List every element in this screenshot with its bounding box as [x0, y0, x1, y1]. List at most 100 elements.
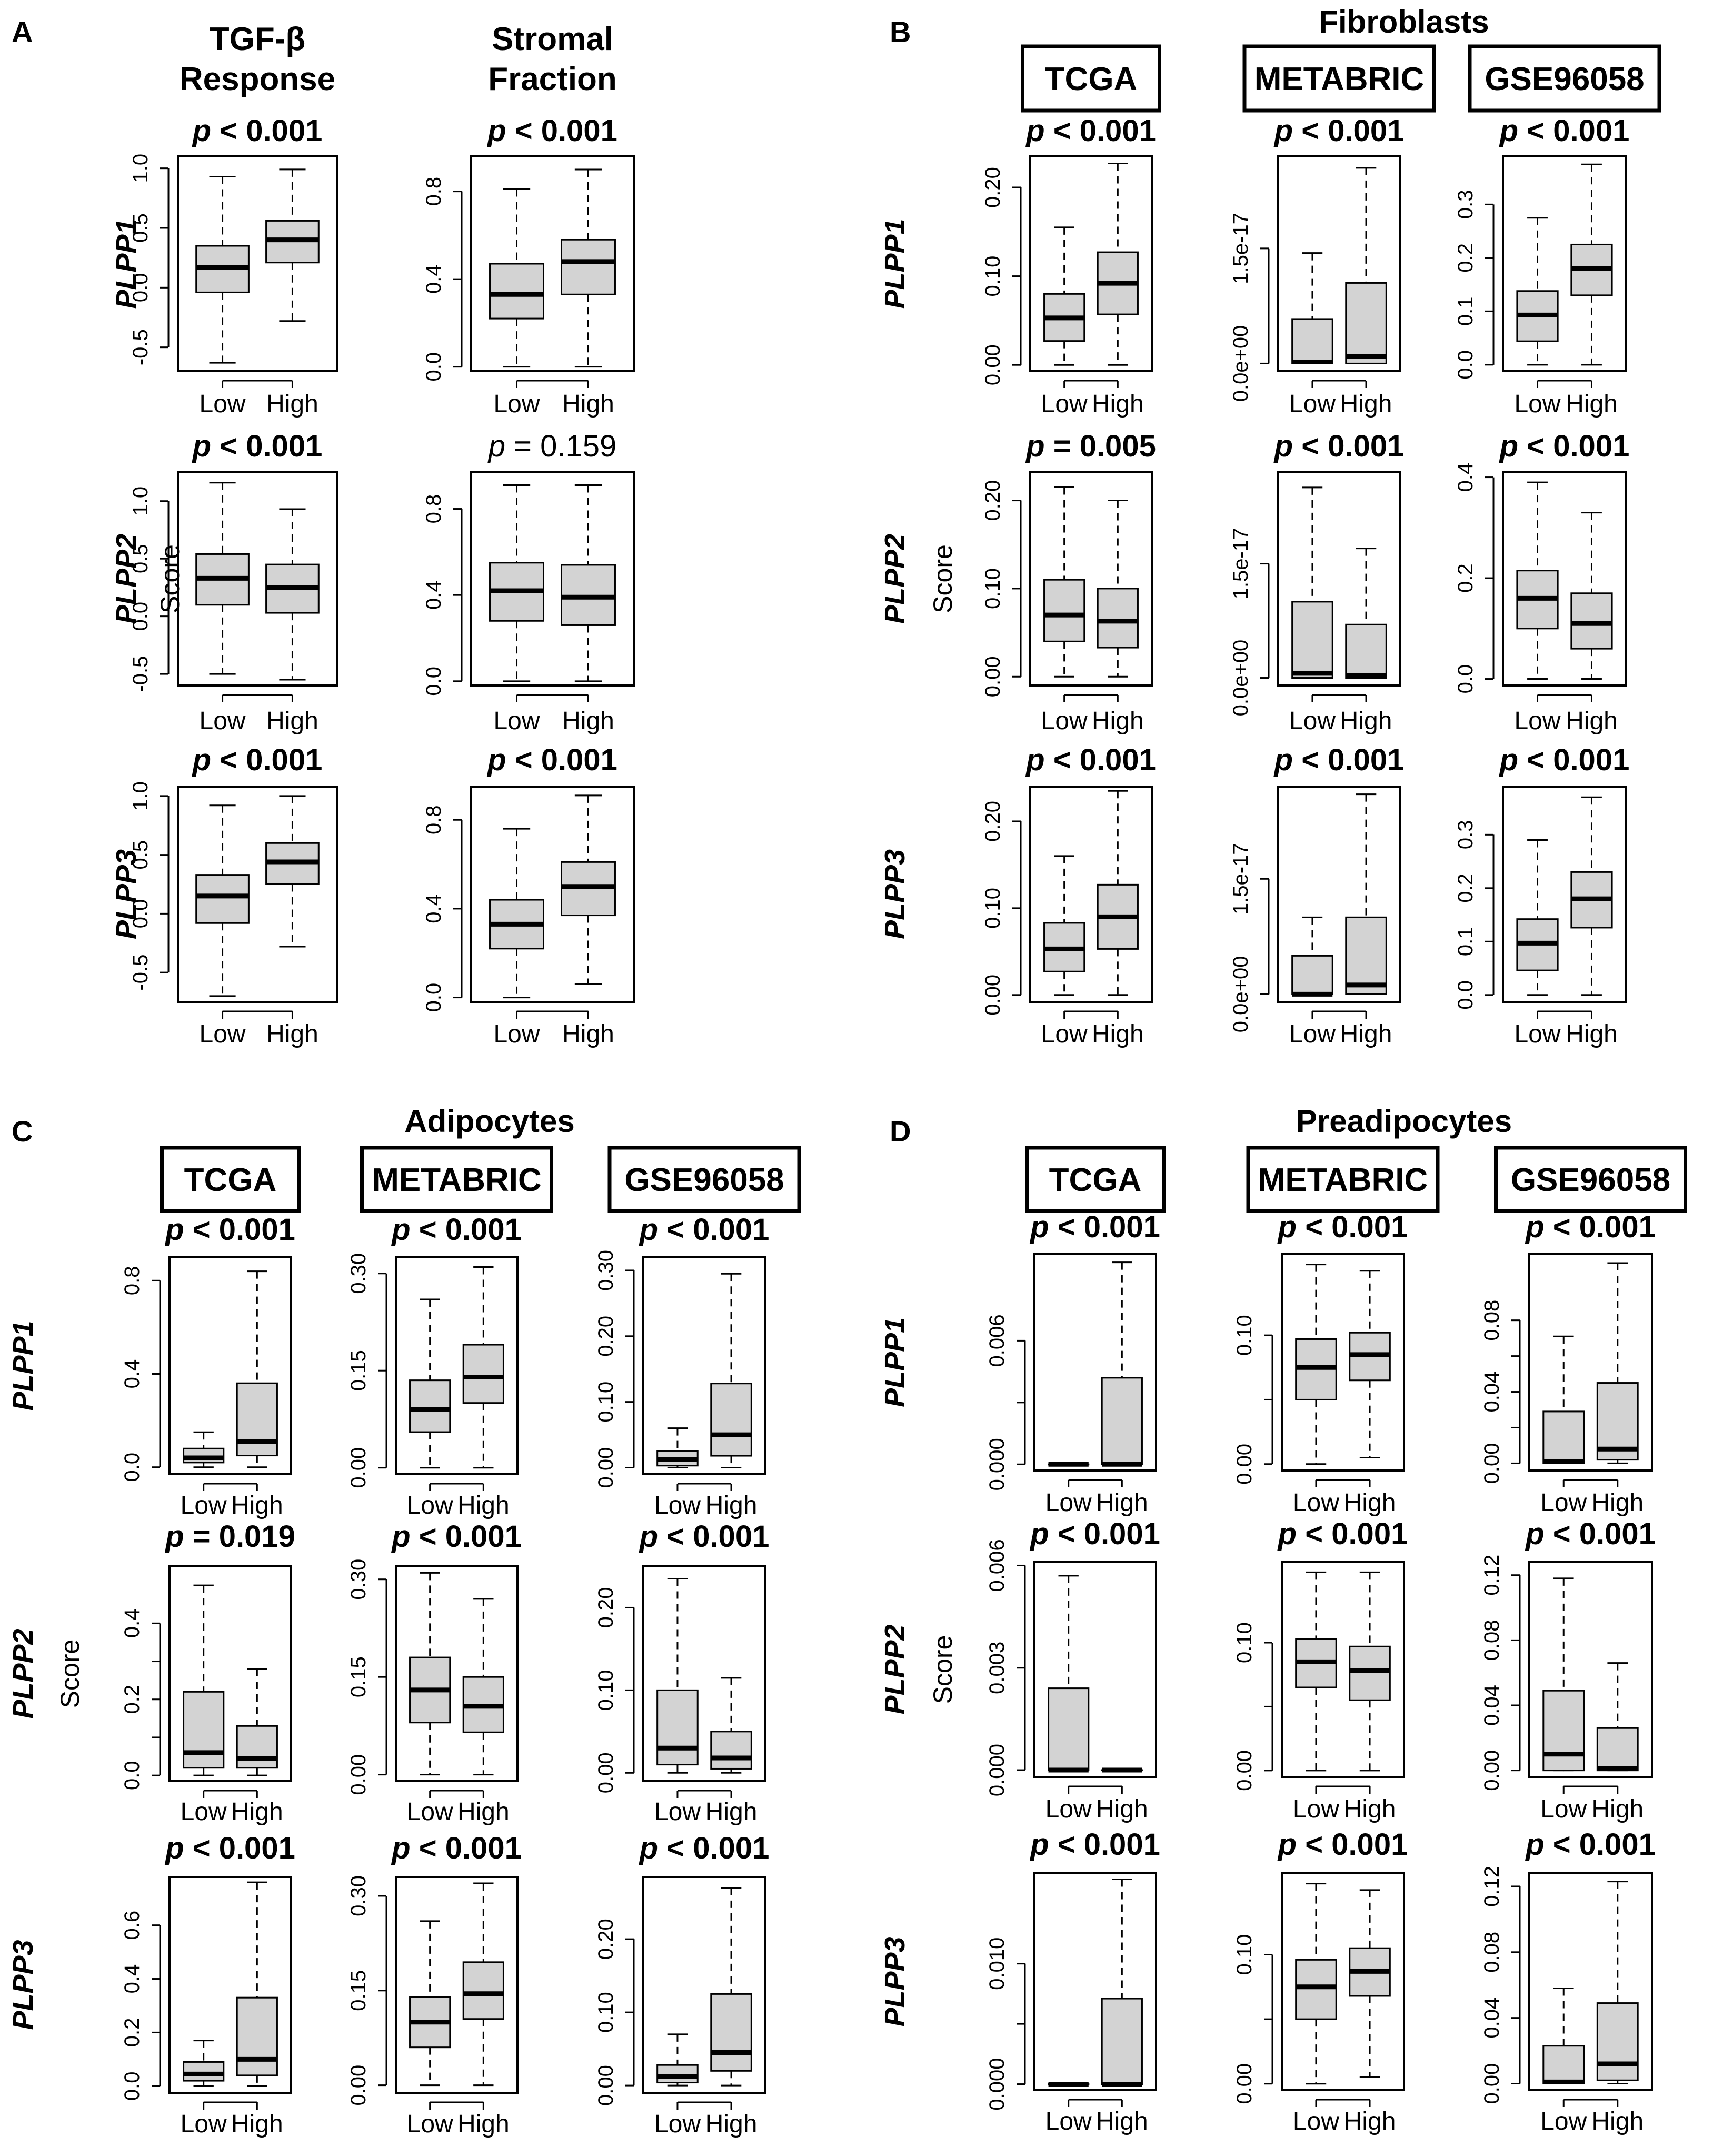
- y-tick-label: 0.0: [1454, 350, 1477, 380]
- gene-label: PLPP1: [111, 218, 142, 309]
- y-tick-label: 0.010: [985, 1938, 1009, 1990]
- p-value-label: p < 0.001: [1273, 114, 1405, 148]
- box-high: [1570, 512, 1613, 680]
- p-value: < 0.001: [1053, 114, 1156, 148]
- x-tick-label: High: [705, 2110, 758, 2138]
- iqr-box: [195, 874, 250, 924]
- box-high: [560, 484, 616, 682]
- gene-label: PLPP3: [879, 1936, 911, 2026]
- plot-frame: [395, 1256, 519, 1475]
- box-high: [462, 1266, 504, 1469]
- y-tick-label: 0.0: [121, 2071, 144, 2101]
- y-tick-label: 1.5e-17: [1229, 213, 1252, 284]
- gene-label: PLPP2: [879, 534, 911, 624]
- dataset-box: [1021, 44, 1161, 113]
- x-tick-label: High: [1344, 2108, 1396, 2135]
- dataset-label: METABRIC: [372, 1162, 542, 1198]
- box-low: [1291, 916, 1333, 997]
- x-tick-label: Low: [181, 1492, 227, 1519]
- box-low: [409, 1572, 451, 1776]
- box-low: [409, 1298, 451, 1469]
- plot-frame: [177, 155, 338, 372]
- plot-frame: [1528, 1872, 1653, 2091]
- p-value-label: p < 0.001: [639, 1213, 770, 1247]
- p-value: < 0.001: [1305, 1210, 1408, 1244]
- p-symbol: p: [1025, 429, 1053, 463]
- p-symbol: p: [486, 114, 515, 148]
- x-tick-label: High: [1092, 390, 1144, 418]
- x-tick-label: High: [266, 390, 318, 418]
- plot-frame: [1033, 1872, 1157, 2091]
- x-tick-label: High: [1566, 1020, 1618, 1048]
- box-low: [1542, 1335, 1585, 1464]
- y-tick-label: 0.20: [981, 801, 1004, 842]
- x-tick-label: Low: [1540, 1489, 1587, 1517]
- p-symbol: p: [1277, 1517, 1306, 1551]
- box-high: [710, 1887, 752, 2087]
- x-tick-label: Low: [1293, 1489, 1339, 1517]
- box-low: [656, 2033, 699, 2087]
- iqr-box: [1345, 916, 1387, 995]
- iqr-box: [656, 1689, 699, 1766]
- box-high: [1349, 1889, 1391, 2078]
- x-tick-label: Low: [493, 707, 540, 735]
- y-tick-label: 0.3: [1454, 190, 1477, 220]
- y-tick-label: 0.2: [1454, 243, 1477, 273]
- p-symbol: p: [1029, 1827, 1058, 1862]
- p-value-label: p < 0.001: [1029, 1210, 1160, 1244]
- y-tick-label: 0.00: [347, 2065, 370, 2106]
- y-tick-label: 0.00: [981, 344, 1004, 385]
- box-low: [1043, 226, 1085, 366]
- plot-frame: [470, 786, 635, 1003]
- y-tick-label: 0.0: [1454, 664, 1477, 694]
- column-label: Fraction: [488, 61, 617, 97]
- p-value-label: p < 0.001: [639, 1831, 770, 1865]
- plot-frame: [642, 1565, 766, 1782]
- box-low: [195, 804, 250, 997]
- iqr-box: [710, 1383, 752, 1457]
- iqr-box: [489, 263, 545, 320]
- box-low: [1043, 486, 1085, 678]
- x-tick-label: High: [1591, 2108, 1644, 2135]
- box-high: [560, 168, 616, 368]
- iqr-box: [236, 1725, 278, 1769]
- y-tick-label: 0.2: [1454, 873, 1477, 903]
- box-high: [1101, 1261, 1143, 1467]
- y-tick-label: 0.04: [1480, 1372, 1503, 1413]
- x-tick-label: Low: [1045, 2108, 1092, 2135]
- p-value: < 0.001: [1305, 1827, 1408, 1862]
- box-high: [1097, 790, 1139, 996]
- box-high: [1570, 796, 1613, 996]
- iqr-box: [236, 1382, 278, 1457]
- x-tick-label: High: [1096, 2108, 1148, 2135]
- y-tick-label: 0.00: [1480, 1443, 1503, 1484]
- box-low: [1291, 252, 1333, 365]
- y-tick-label: 0.1: [1454, 297, 1477, 326]
- box-low: [1295, 1264, 1337, 1465]
- y-tick-label: 0.00: [594, 1752, 618, 1793]
- p-value-label: p < 0.001: [639, 1519, 770, 1554]
- panel-title: Adipocytes: [404, 1104, 574, 1139]
- plot-frame: [1502, 155, 1627, 372]
- p-value-label: p < 0.001: [1525, 1827, 1656, 1862]
- dataset-box: [607, 1146, 801, 1213]
- y-tick-label: 0.5: [129, 840, 152, 870]
- box-low: [409, 1920, 451, 2087]
- plot-frame: [1033, 1561, 1157, 1778]
- score-axis-label: Score: [928, 1635, 958, 1704]
- box-high: [1596, 1262, 1639, 1464]
- p-value-label: p = 0.159: [487, 429, 617, 463]
- plot-frame: [470, 155, 635, 372]
- y-tick-label: 1.0: [129, 486, 152, 516]
- y-tick-label: 0.00: [981, 975, 1004, 1016]
- y-tick-label: 1.0: [129, 781, 152, 811]
- box-low: [1516, 481, 1559, 680]
- x-tick-label: Low: [1045, 1489, 1092, 1517]
- y-tick-label: 0.0: [422, 983, 445, 1012]
